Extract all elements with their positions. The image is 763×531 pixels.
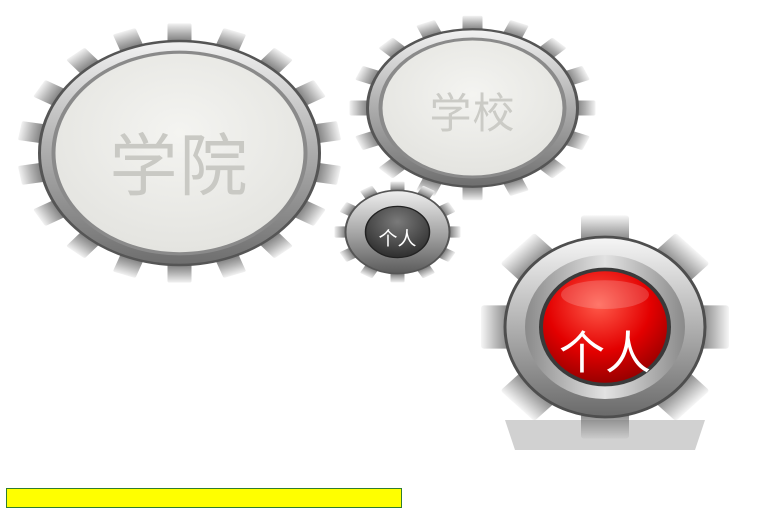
caption-box bbox=[6, 488, 402, 508]
gear-college[interactable]: 学院 bbox=[12, 23, 347, 295]
gear-individual-red[interactable]: 个人 bbox=[455, 215, 755, 485]
gear-individual-red-graphic bbox=[481, 215, 729, 450]
gear-school-graphic bbox=[349, 15, 596, 201]
gear-individual-small[interactable]: 个人 bbox=[330, 181, 465, 292]
gear-school[interactable]: 学校 bbox=[345, 15, 600, 205]
gear-individual-small-graphic bbox=[334, 181, 461, 283]
gear-college-graphic bbox=[18, 23, 341, 283]
